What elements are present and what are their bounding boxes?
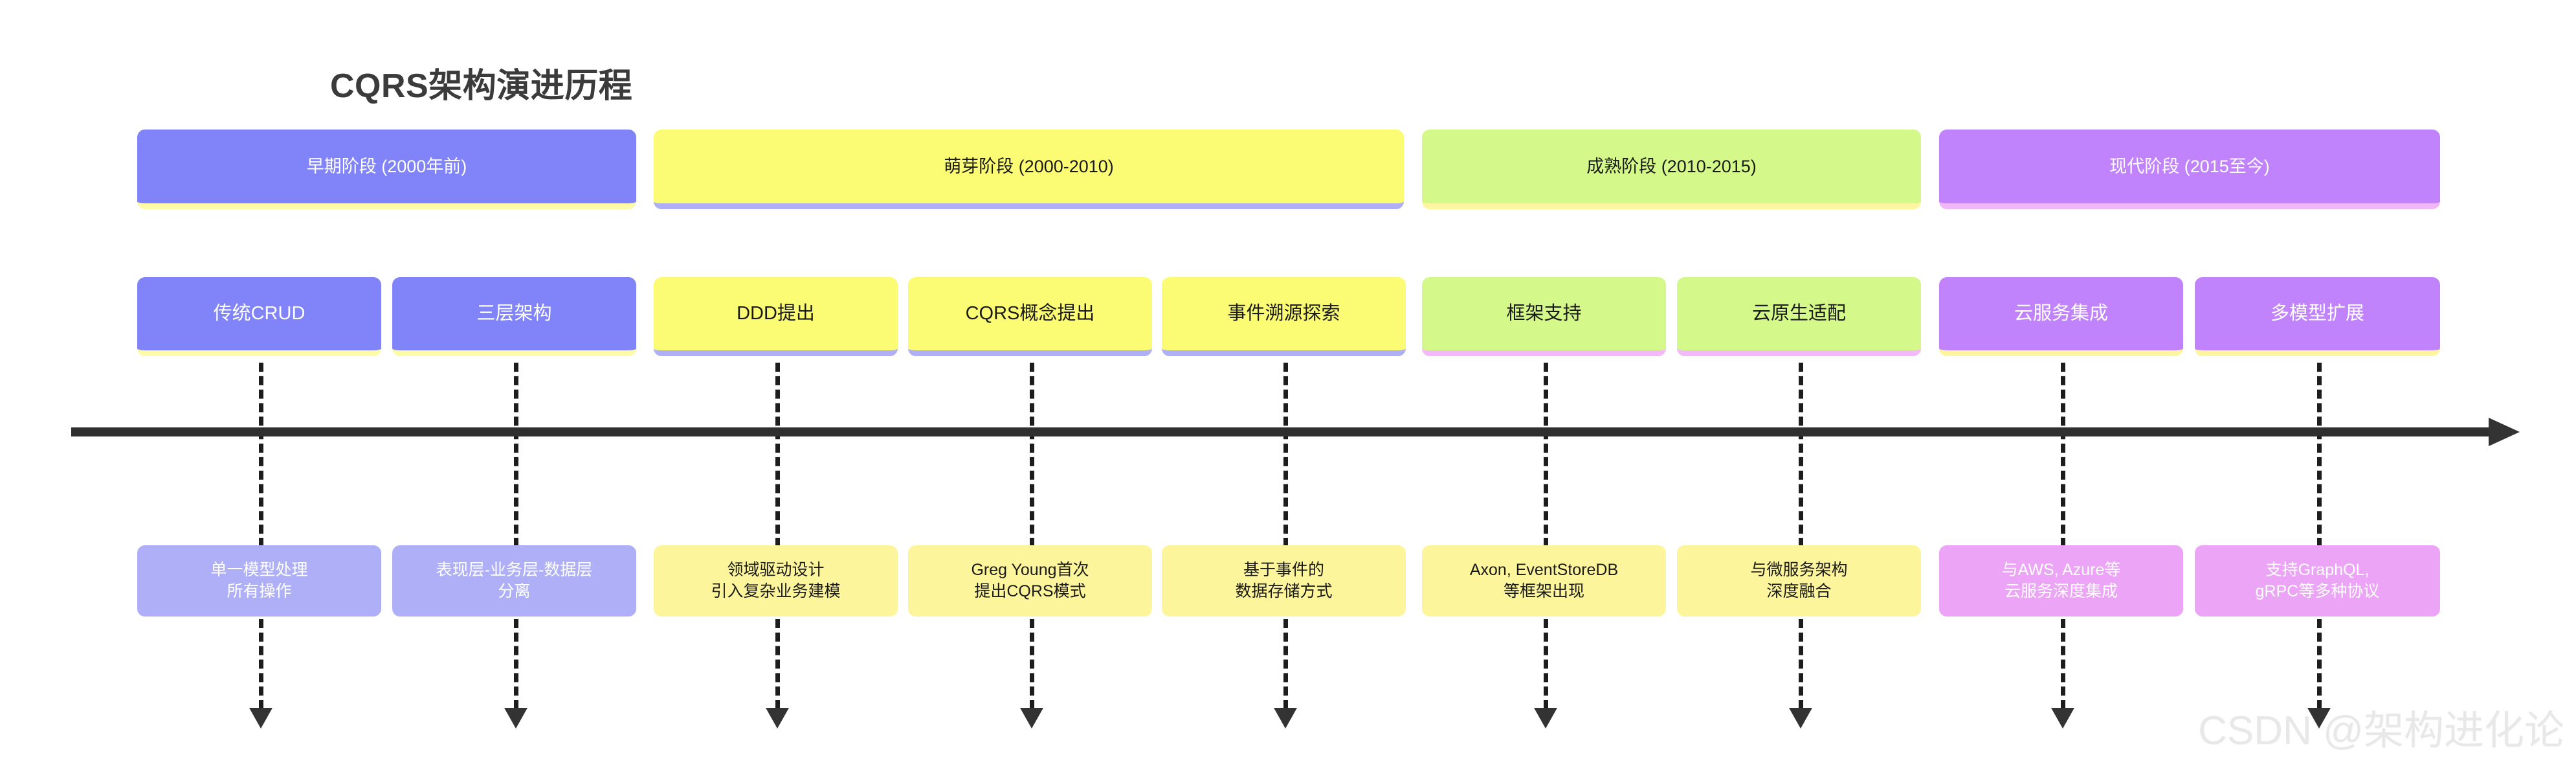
connector-arrow-icon bbox=[2307, 708, 2331, 729]
description-line-1: Axon, EventStoreDB bbox=[1469, 560, 1619, 579]
page-title: CQRS架构演进历程 bbox=[330, 67, 633, 105]
description-box[interactable]: 与AWS, Azure等云服务深度集成 bbox=[1939, 545, 2183, 617]
dashed-connector bbox=[2061, 363, 2065, 709]
description-line-1: 单一模型处理 bbox=[210, 560, 308, 579]
description-box[interactable]: 领域驱动设计引入复杂业务建模 bbox=[654, 545, 898, 617]
dashed-connector bbox=[1030, 363, 1034, 709]
description-box-text: 与微服务架构深度融合 bbox=[1750, 560, 1847, 603]
description-line-2: 数据存储方式 bbox=[1235, 582, 1333, 600]
event-box-label: 云服务集成 bbox=[2014, 303, 2108, 324]
phase-bar-label: 早期阶段 (2000年前) bbox=[306, 156, 467, 176]
description-line-1: 基于事件的 bbox=[1243, 560, 1324, 579]
description-line-2: 等框架出现 bbox=[1503, 582, 1584, 600]
description-line-1: Greg Young首次 bbox=[971, 560, 1089, 579]
phase-bar[interactable]: 早期阶段 (2000年前) bbox=[137, 130, 636, 209]
timeline-arrow-icon bbox=[2489, 418, 2520, 446]
event-box[interactable]: 云服务集成 bbox=[1939, 277, 2183, 356]
description-line-1: 与AWS, Azure等 bbox=[2001, 560, 2121, 579]
dashed-connector bbox=[1283, 363, 1288, 709]
phase-bar-label: 萌芽阶段 (2000-2010) bbox=[944, 156, 1114, 176]
phase-bar-label: 成熟阶段 (2010-2015) bbox=[1586, 156, 1757, 176]
description-box[interactable]: 单一模型处理所有操作 bbox=[137, 545, 381, 617]
description-box[interactable]: 基于事件的数据存储方式 bbox=[1162, 545, 1406, 617]
event-box-label: DDD提出 bbox=[737, 303, 815, 324]
dashed-connector bbox=[1544, 363, 1548, 709]
dashed-connector bbox=[1799, 363, 1803, 709]
connector-arrow-icon bbox=[249, 708, 272, 729]
dashed-connector bbox=[775, 363, 780, 709]
event-box[interactable]: 框架支持 bbox=[1422, 277, 1666, 356]
phase-bar[interactable]: 萌芽阶段 (2000-2010) bbox=[654, 130, 1404, 209]
description-box-text: 表现层-业务层-数据层分离 bbox=[436, 560, 593, 603]
description-box-text: 领域驱动设计引入复杂业务建模 bbox=[711, 560, 840, 603]
description-line-1: 支持GraphQL, bbox=[2265, 560, 2370, 579]
event-box[interactable]: 多模型扩展 bbox=[2195, 277, 2440, 356]
event-box-label: 三层架构 bbox=[476, 303, 552, 324]
description-line-1: 与微服务架构 bbox=[1750, 560, 1848, 579]
phase-bar[interactable]: 成熟阶段 (2010-2015) bbox=[1422, 130, 1921, 209]
description-box-text: 单一模型处理所有操作 bbox=[210, 560, 307, 603]
dashed-connector bbox=[2317, 363, 2322, 709]
connector-arrow-icon bbox=[766, 708, 789, 729]
description-line-1: 表现层-业务层-数据层 bbox=[436, 560, 593, 579]
event-box-label: CQRS概念提出 bbox=[965, 303, 1095, 324]
dashed-connector bbox=[259, 363, 263, 709]
phase-bar-label: 现代阶段 (2015至今) bbox=[2109, 156, 2270, 176]
description-box-text: 支持GraphQL, gRPC等多种协议 bbox=[2256, 560, 2380, 603]
description-line-2: 所有操作 bbox=[227, 582, 292, 600]
connector-arrow-icon bbox=[1789, 708, 1812, 729]
phase-bar[interactable]: 现代阶段 (2015至今) bbox=[1939, 130, 2440, 209]
event-box[interactable]: 三层架构 bbox=[392, 277, 636, 356]
event-box[interactable]: 传统CRUD bbox=[137, 277, 381, 356]
description-box[interactable]: 支持GraphQL, gRPC等多种协议 bbox=[2195, 545, 2440, 617]
event-box-label: 多模型扩展 bbox=[2270, 303, 2364, 324]
description-box[interactable]: Greg Young首次提出CQRS模式 bbox=[908, 545, 1152, 617]
connector-arrow-icon bbox=[1020, 708, 1043, 729]
event-box[interactable]: CQRS概念提出 bbox=[908, 277, 1152, 356]
connector-arrow-icon bbox=[1274, 708, 1297, 729]
description-line-1: 领域驱动设计 bbox=[727, 560, 825, 579]
description-box[interactable]: 与微服务架构深度融合 bbox=[1677, 545, 1921, 617]
event-box[interactable]: 事件溯源探索 bbox=[1162, 277, 1406, 356]
description-box-text: 基于事件的数据存储方式 bbox=[1235, 560, 1332, 603]
dashed-connector bbox=[514, 363, 518, 709]
description-line-2: 深度融合 bbox=[1766, 582, 1832, 600]
description-box[interactable]: 表现层-业务层-数据层分离 bbox=[392, 545, 636, 617]
description-box-text: 与AWS, Azure等云服务深度集成 bbox=[2002, 560, 2121, 603]
connector-arrow-icon bbox=[2051, 708, 2074, 729]
description-line-2: 分离 bbox=[498, 582, 531, 600]
event-box-label: 框架支持 bbox=[1506, 303, 1582, 324]
timeline-axis bbox=[71, 427, 2505, 436]
description-box-text: Axon, EventStoreDB 等框架出现 bbox=[1470, 560, 1618, 603]
description-line-2: 提出CQRS模式 bbox=[974, 582, 1086, 600]
event-box-label: 事件溯源探索 bbox=[1227, 303, 1340, 324]
description-line-2: gRPC等多种协议 bbox=[2255, 582, 2380, 600]
connector-arrow-icon bbox=[1534, 708, 1557, 729]
event-box[interactable]: 云原生适配 bbox=[1677, 277, 1921, 356]
description-box-text: Greg Young首次提出CQRS模式 bbox=[971, 560, 1089, 603]
event-box-label: 云原生适配 bbox=[1751, 303, 1846, 324]
description-line-2: 引入复杂业务建模 bbox=[711, 582, 841, 600]
description-line-2: 云服务深度集成 bbox=[2004, 582, 2118, 600]
event-box[interactable]: DDD提出 bbox=[654, 277, 898, 356]
event-box-label: 传统CRUD bbox=[213, 303, 305, 324]
connector-arrow-icon bbox=[504, 708, 527, 729]
watermark: CSDN @架构进化论 bbox=[2198, 708, 2564, 753]
description-box[interactable]: Axon, EventStoreDB 等框架出现 bbox=[1422, 545, 1666, 617]
